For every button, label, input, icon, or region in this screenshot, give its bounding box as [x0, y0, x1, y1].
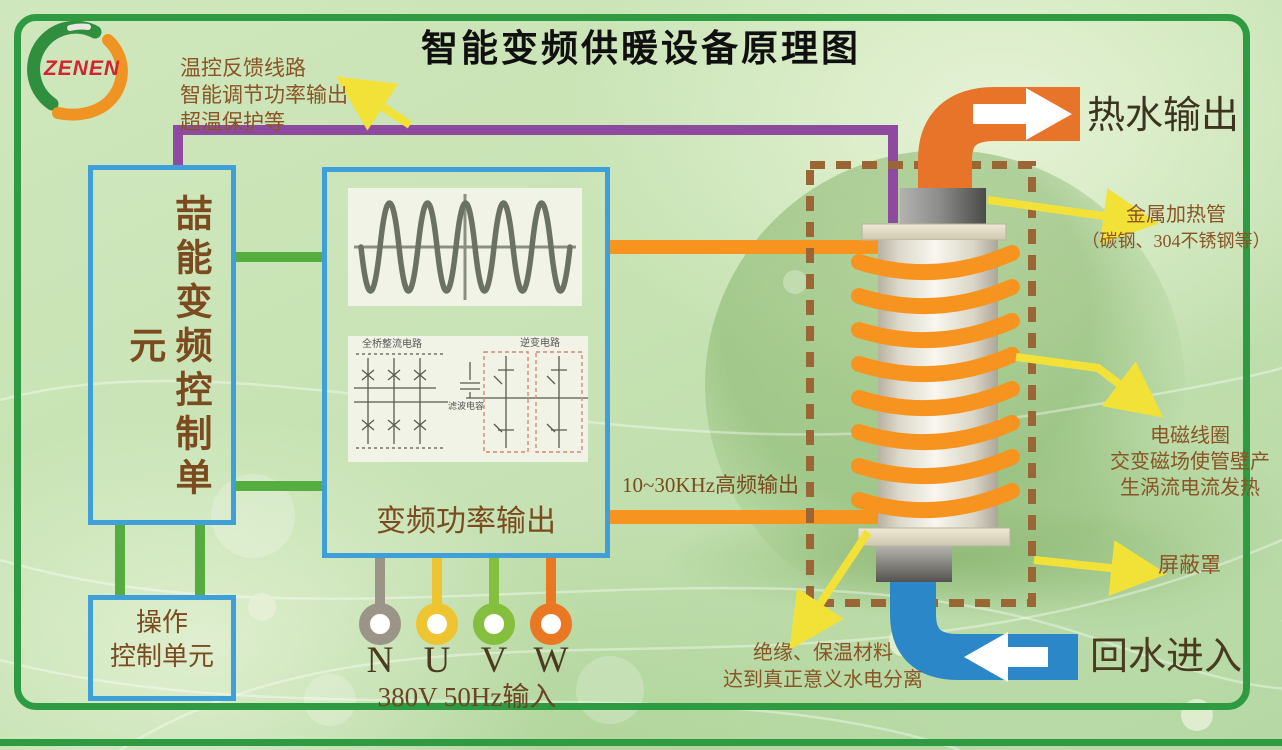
coil-annotation-line3: 生涡流电流发热 [1120, 477, 1260, 499]
coil-annotation: 电磁线圈 交变磁场使管壁产 生涡流电流发热 [1098, 423, 1282, 501]
terminal-ring-w [530, 603, 572, 645]
heating-tube [857, 188, 1011, 582]
input-terminals [359, 558, 572, 645]
heater-tube-annotation-line2: （碳钢、304不锈钢等） [1081, 231, 1271, 251]
terminal-ring-u [416, 603, 458, 645]
control-unit-label: 喆能变频控制单元 [122, 194, 210, 502]
terminal-label-v: V [480, 640, 508, 681]
operation-box-line1: 操作 [135, 608, 188, 637]
hf-output-lines [605, 240, 887, 524]
insulation-annotation-line1: 绝缘、保温材料 [753, 642, 893, 664]
terminal-label-n: N [366, 640, 394, 681]
feedback-note-line3: 超温保护等 [180, 110, 285, 134]
feedback-note-line1: 温控反馈线路 [180, 56, 306, 80]
insulation-annotation-line2: 达到真正意义水电分离 [723, 669, 923, 691]
control-unit-box [88, 165, 236, 525]
terminal-ring-n [359, 603, 401, 645]
page-title: 智能变频供暖设备原理图 [421, 28, 861, 69]
circuit-panel [348, 336, 588, 462]
logo-mark [27, 20, 128, 121]
insulation-annotation: 绝缘、保温材料 达到真正意义水电分离 [695, 640, 951, 694]
operation-box-label: 操作 控制单元 [88, 606, 236, 674]
annotation-arrows [335, 76, 1168, 650]
sine-wave [358, 200, 573, 294]
tube-top-cap [900, 188, 986, 226]
return-water-arrow-icon [964, 632, 1048, 682]
tube-body [878, 240, 998, 532]
return-water-pipe [890, 575, 1078, 680]
hot-water-arrow-icon [973, 88, 1072, 140]
tube-bottom-flange [857, 527, 1011, 547]
terminal-label-w: W [533, 640, 569, 681]
feedback-note-line2: 智能调节功率输出 [180, 83, 348, 107]
operation-box [88, 595, 236, 701]
feedback-line-purple [173, 125, 898, 223]
shield-annotation: 屏蔽罩 [1158, 553, 1221, 577]
feedback-note: 温控反馈线路 智能调节功率输出 超温保护等 [180, 55, 348, 136]
logo-text: ZENEN [43, 57, 121, 80]
capacitor-label: 滤波电容 [448, 401, 485, 411]
rectifier-label: 全桥整流电路 [362, 339, 422, 350]
heater-tube-annotation-line1: 金属加热管 [1126, 204, 1226, 226]
green-connectors [115, 252, 322, 597]
outer-frame-border [14, 14, 1250, 710]
power-input-label: 380V 50Hz输入 [377, 682, 557, 712]
hf-output-label: 10~30KHz高频输出 [622, 473, 800, 497]
bottom-edge-line [0, 739, 1282, 746]
waveform-plot [354, 194, 576, 300]
inverter-output-label: 变频功率输出 [376, 505, 556, 538]
terminal-ring-v [473, 603, 515, 645]
coil-annotation-line1: 电磁线圈 [1150, 425, 1230, 447]
coil-annotation-line2: 交变磁场使管壁产 [1110, 451, 1270, 473]
inverter-label: 逆变电路 [520, 338, 560, 349]
tube-bottom-cap [876, 546, 952, 582]
operation-box-line2: 控制单元 [109, 642, 214, 671]
terminal-label-u: U [423, 640, 451, 681]
return-water-label: 回水进入 [1090, 636, 1243, 678]
heater-tube-annotation: 金属加热管 （碳钢、304不锈钢等） [1076, 202, 1276, 254]
induction-coil [851, 245, 1020, 519]
hot-water-label: 热水输出 [1087, 95, 1240, 137]
tube-top-flange [861, 223, 1007, 241]
circuit-schematic [354, 351, 588, 453]
